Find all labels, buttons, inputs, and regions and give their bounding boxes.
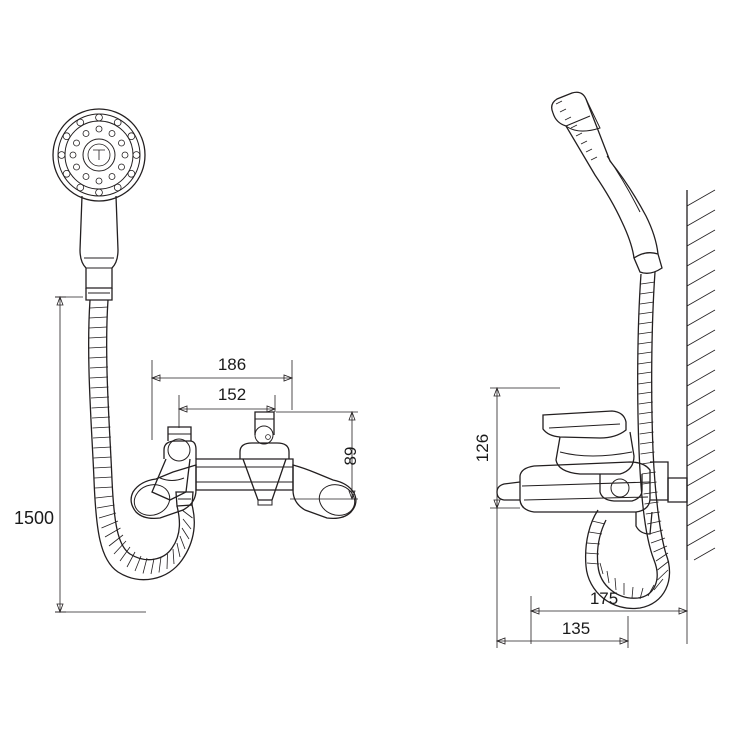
dim-89-arrow-bottom bbox=[348, 490, 356, 501]
dim-186-arrow-right bbox=[283, 374, 294, 382]
lever-cap bbox=[163, 440, 197, 459]
handset-side-nut bbox=[633, 252, 663, 274]
dim-186-text: 186 bbox=[218, 355, 246, 374]
spout-riser bbox=[254, 411, 275, 435]
wall-bracket-plate bbox=[667, 477, 688, 503]
dim-spout-reach: 135 bbox=[495, 500, 630, 648]
rose-nozzles bbox=[57, 113, 141, 197]
hose-outer-path bbox=[88, 299, 195, 581]
wall-bracket bbox=[650, 461, 669, 501]
escutcheon-left-inner bbox=[133, 484, 171, 516]
dim-89-arrow-top bbox=[348, 410, 356, 421]
shower-hose-front bbox=[88, 299, 195, 581]
dim-135-arrow-right bbox=[619, 637, 630, 645]
dim-126-text: 126 bbox=[473, 434, 492, 462]
dim-spout-projection-outer: 186 bbox=[150, 355, 294, 440]
spout-outlet bbox=[257, 500, 273, 506]
spout-top bbox=[239, 442, 290, 459]
dim-1500-arrow-bottom bbox=[56, 603, 64, 614]
body-block-line2 bbox=[523, 496, 649, 501]
handset-nut bbox=[85, 288, 113, 301]
spout-swivel-top bbox=[254, 425, 274, 445]
handset-side-nozzle-ticks bbox=[555, 100, 598, 161]
dim-152-text: 152 bbox=[218, 385, 246, 404]
lever-handle-side bbox=[542, 410, 627, 439]
handset-side-body-line bbox=[606, 155, 641, 213]
dim-126-arrow-top bbox=[493, 386, 501, 397]
rose-center-mark bbox=[93, 149, 105, 160]
hose-side-inner bbox=[584, 271, 671, 610]
mixer-body-side bbox=[496, 410, 688, 535]
dim-spout-height: 89 bbox=[276, 410, 360, 501]
lever-handle-side-line bbox=[548, 423, 621, 429]
escutcheon-right bbox=[292, 464, 357, 520]
dim-152-arrow-left bbox=[177, 405, 188, 413]
hose-inner-path bbox=[106, 299, 181, 561]
spout-marker bbox=[265, 434, 271, 440]
lever-pivot bbox=[167, 438, 191, 462]
spout-side bbox=[496, 481, 521, 501]
dim-hose-length: 1500 bbox=[14, 295, 146, 614]
wall-hatching bbox=[686, 189, 716, 561]
dim-inlet-centres: 152 bbox=[177, 385, 277, 428]
body-block-line1 bbox=[521, 481, 651, 487]
dim-overall-projection: 175 bbox=[529, 560, 689, 644]
body-block-side bbox=[519, 461, 651, 513]
dim-1500-text: 1500 bbox=[14, 508, 54, 528]
escutcheon-left bbox=[130, 464, 197, 520]
rose-center-ring bbox=[82, 138, 116, 172]
dim-186-arrow-left bbox=[150, 374, 161, 382]
dim-175-arrow-right bbox=[678, 607, 689, 615]
lever-skirt bbox=[151, 458, 191, 501]
handset-side-outline-bottom bbox=[552, 112, 635, 259]
shower-hose-side bbox=[584, 271, 671, 610]
handset-side-outline-top bbox=[551, 91, 659, 255]
diverter-ring bbox=[610, 478, 630, 498]
dim-135-text: 135 bbox=[562, 619, 590, 638]
wall-hatch-lines bbox=[686, 189, 716, 561]
handset-side bbox=[551, 91, 663, 274]
mixer-body-front bbox=[130, 411, 357, 520]
dim-body-height: 126 bbox=[473, 386, 560, 510]
dim-135-arrow-left bbox=[495, 637, 506, 645]
handset-handle bbox=[79, 195, 119, 289]
diverter-knob-side bbox=[599, 474, 643, 502]
rose-center-inner bbox=[87, 143, 111, 167]
hose-side-outer bbox=[596, 273, 658, 599]
hose-outlet-side bbox=[635, 511, 653, 535]
lever-skirt-line bbox=[159, 477, 185, 481]
dim-89-text: 89 bbox=[341, 447, 360, 466]
dim-152-arrow-right bbox=[266, 405, 277, 413]
cartridge-line bbox=[559, 451, 633, 457]
side-view: 126 175 135 bbox=[473, 91, 716, 648]
front-view: 1500 186 152 bbox=[14, 108, 360, 614]
dim-175-arrow-left bbox=[529, 607, 540, 615]
dim-175-text: 175 bbox=[590, 589, 618, 608]
dim-1500-arrow-top bbox=[56, 295, 64, 306]
spout-cone bbox=[242, 458, 287, 501]
escutcheon-right-inner bbox=[318, 484, 356, 516]
handset-front bbox=[52, 108, 146, 301]
handset-side-rose bbox=[565, 98, 601, 132]
hose-side-coil-ribs bbox=[585, 281, 670, 600]
hose-coil-ribs bbox=[88, 306, 193, 575]
rose-outer-circle bbox=[52, 108, 146, 202]
handset-side-face-edge bbox=[565, 115, 591, 127]
